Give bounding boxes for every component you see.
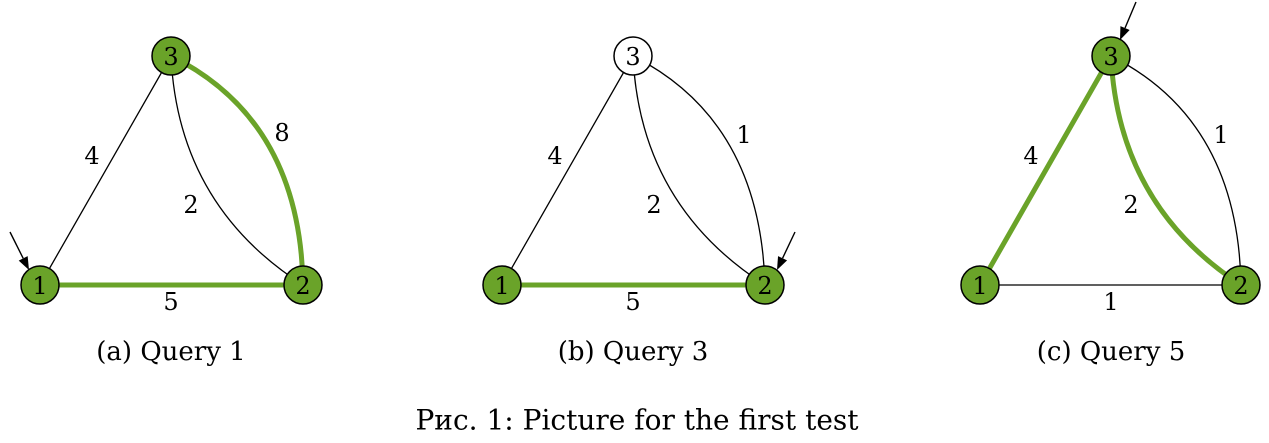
- node-label: 2: [757, 272, 772, 300]
- edge-weight-label: 1: [736, 121, 751, 149]
- node-circle: [613, 36, 653, 76]
- figure-caption: Рис. 1: Picture for the first test: [415, 404, 859, 437]
- edge-weight-label: 4: [84, 142, 99, 170]
- pointer-arrow-icon: [1120, 1, 1137, 40]
- edge-3-2-highlighted: [1108, 53, 1244, 288]
- graph-panel-3: 4 2 1 1 1 2 3 (c) Query 5: [960, 1, 1261, 367]
- node-circle: [745, 265, 785, 305]
- node-2: 2: [283, 265, 323, 305]
- edge-weight-label: 5: [625, 288, 640, 316]
- node-1: 1: [960, 265, 1000, 305]
- edge-weight-label: 2: [1123, 191, 1138, 219]
- subcaption: (a) Query 1: [96, 337, 245, 367]
- node-1: 1: [20, 265, 60, 305]
- edge-weight-label: 4: [547, 142, 562, 170]
- node-label: 2: [1233, 272, 1248, 300]
- node-2: 2: [1221, 265, 1261, 305]
- node-circle: [960, 265, 1000, 305]
- edge-1-3: [501, 55, 634, 286]
- edge-3-2: [1110, 55, 1242, 286]
- node-circle: [151, 36, 191, 76]
- node-circle: [1221, 265, 1261, 305]
- node-1: 1: [482, 265, 522, 305]
- graph-panel-2: 4 2 1 5 1 2 3 (b) Query 3: [482, 36, 796, 367]
- edge-weight-label: 1: [1213, 121, 1228, 149]
- edge-weight-label: 5: [163, 288, 178, 316]
- node-3: 3: [151, 36, 191, 76]
- edge-1-3: [39, 55, 172, 286]
- edge-weight-label: 1: [1103, 288, 1118, 316]
- node-3: 3: [1091, 36, 1131, 76]
- node-circle: [283, 265, 323, 305]
- edge-weight-label: 2: [183, 191, 198, 219]
- edge-3-2: [632, 55, 766, 286]
- edge-3-2: [632, 55, 766, 286]
- node-label: 1: [972, 272, 987, 300]
- graph-panel-1: 4 2 8 5 1 2 3 (a) Query 1: [9, 36, 323, 367]
- node-circle: [482, 265, 522, 305]
- subcaption: (c) Query 5: [1037, 337, 1185, 367]
- node-3: 3: [613, 36, 653, 76]
- node-circle: [20, 265, 60, 305]
- edge-1-3-highlighted: [977, 53, 1114, 288]
- node-label: 3: [1103, 43, 1118, 71]
- node-label: 1: [494, 272, 509, 300]
- node-2: 2: [745, 265, 785, 305]
- subcaption: (b) Query 3: [558, 337, 709, 367]
- edge-3-2-highlighted: [168, 53, 306, 288]
- edge-3-2: [170, 55, 304, 286]
- node-label: 2: [295, 272, 310, 300]
- node-label: 3: [163, 43, 178, 71]
- node-circle: [1091, 36, 1131, 76]
- node-label: 3: [625, 43, 640, 71]
- edge-weight-label: 8: [274, 119, 289, 147]
- pointer-arrow-icon: [777, 231, 796, 270]
- pointer-arrow-icon: [9, 231, 29, 270]
- edge-weight-label: 4: [1023, 142, 1038, 170]
- node-label: 1: [32, 272, 47, 300]
- edge-weight-label: 2: [646, 191, 661, 219]
